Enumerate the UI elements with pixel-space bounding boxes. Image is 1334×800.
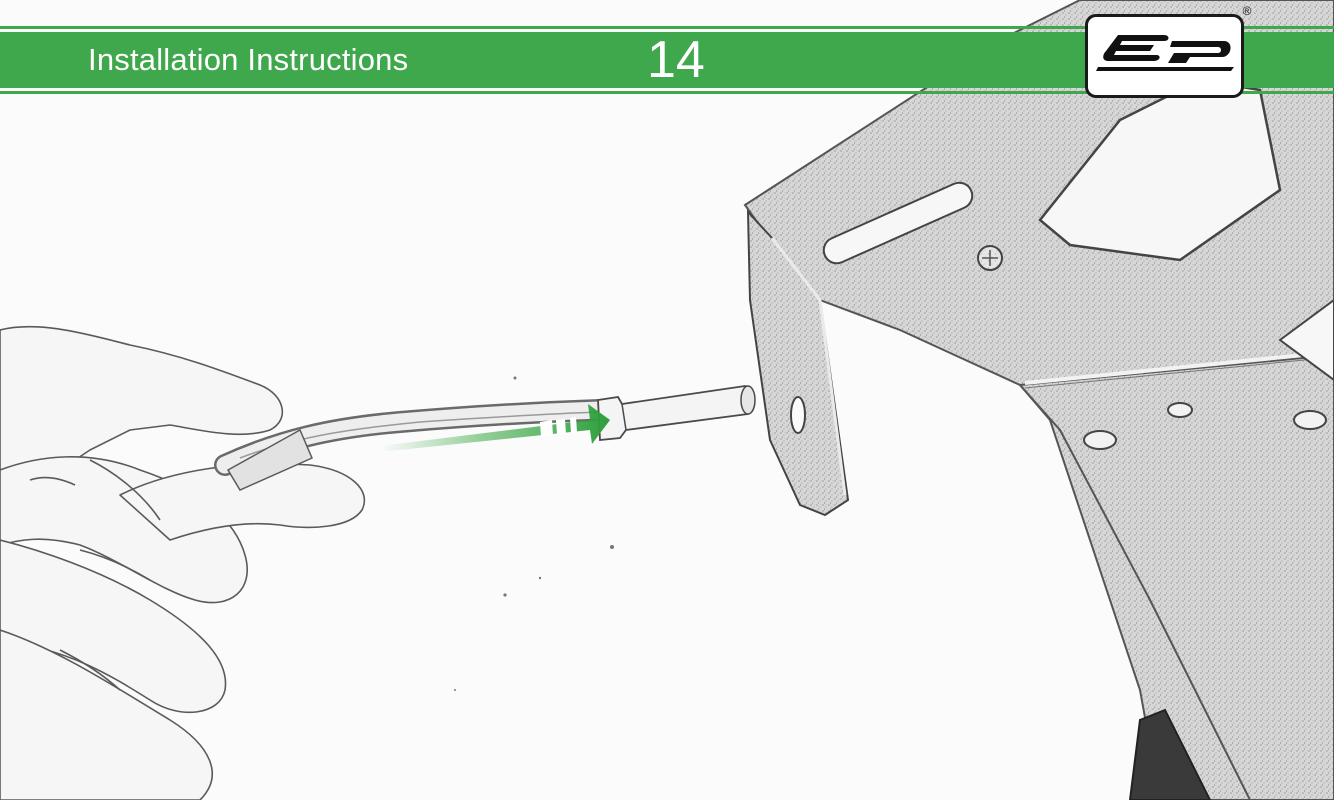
registered-mark: ® bbox=[1240, 4, 1254, 18]
step-number: 14 bbox=[647, 32, 705, 88]
plug-connector-icon bbox=[598, 386, 755, 440]
hand-holding-wire-icon bbox=[0, 327, 364, 800]
brand-logo bbox=[1085, 14, 1244, 98]
ep-logo-icon bbox=[1094, 27, 1236, 85]
license-plate-bracket-icon bbox=[745, 0, 1334, 800]
page-title: Installation Instructions bbox=[88, 38, 408, 82]
